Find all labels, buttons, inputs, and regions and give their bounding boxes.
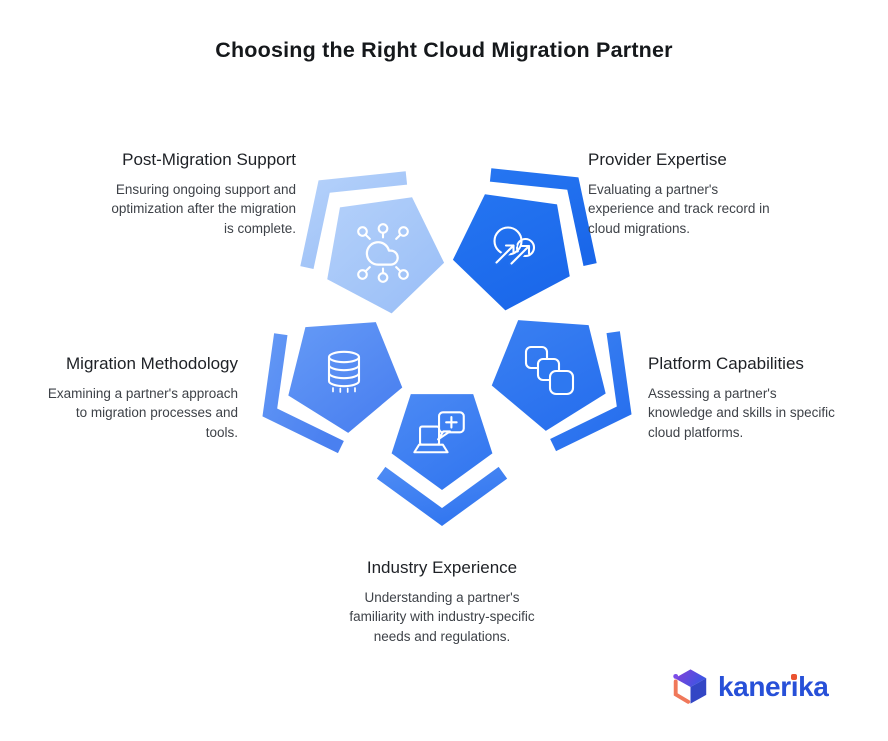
- section-description: Understanding a partner's familiarity wi…: [349, 590, 535, 644]
- petal-post-migration-support: [300, 171, 445, 314]
- logo-i-dot: [791, 674, 797, 680]
- section-platform-capabilities: Platform Capabilities Assessing a partne…: [648, 354, 878, 442]
- section-heading: Industry Experience: [366, 558, 518, 577]
- petal-chevron: [376, 466, 508, 526]
- section-migration-methodology: Migration Methodology Examining a partne…: [0, 354, 238, 442]
- section-description: Examining a partner's approach to migrat…: [47, 386, 238, 440]
- petal-pentagon: [327, 197, 445, 314]
- petal-migration-methodology: [262, 322, 403, 454]
- section-post-migration-support: Post-Migration Support Ensuring ongoing …: [56, 150, 296, 238]
- layers-icon: [524, 345, 575, 396]
- section-industry-experience: Industry Experience Understanding a part…: [322, 558, 562, 646]
- petal-chevron: [262, 333, 344, 454]
- section-provider-expertise: Provider Expertise Evaluating a partner'…: [588, 150, 818, 238]
- database-icon: [327, 350, 361, 393]
- petal-chevron: [489, 168, 597, 266]
- petal-industry-experience: [376, 394, 508, 526]
- section-description: Assessing a partner's knowledge and skil…: [648, 386, 835, 440]
- section-heading: Migration Methodology: [66, 354, 238, 373]
- petal-pentagon: [452, 194, 570, 311]
- section-heading: Platform Capabilities: [648, 354, 804, 373]
- cloud-network-icon: [357, 223, 409, 283]
- section-description: Evaluating a partner's experience and tr…: [588, 182, 770, 236]
- laptop-support-icon: [413, 411, 465, 454]
- section-heading: Post-Migration Support: [122, 150, 296, 169]
- petal-provider-expertise: [452, 168, 597, 311]
- section-description: Ensuring ongoing support and optimizatio…: [111, 182, 296, 236]
- page-title: Choosing the Right Cloud Migration Partn…: [215, 38, 673, 62]
- petal-chevron: [550, 331, 632, 452]
- petal-chevron: [300, 171, 408, 269]
- kanerika-cube-icon: [673, 669, 707, 704]
- petal-pentagon: [391, 394, 493, 490]
- section-heading: Provider Expertise: [588, 150, 727, 169]
- cloud-migration-arrows-icon: [493, 226, 536, 267]
- petal-platform-capabilities: [491, 320, 632, 452]
